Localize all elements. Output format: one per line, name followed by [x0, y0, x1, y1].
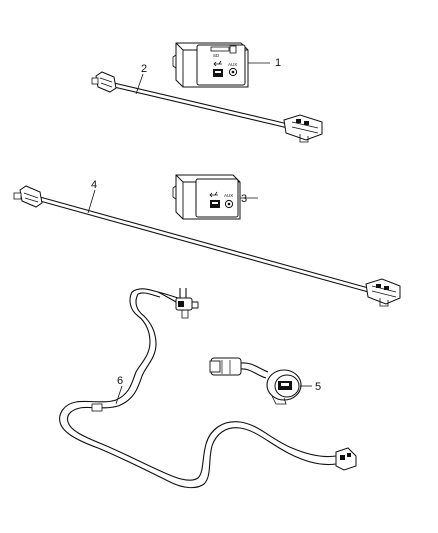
wiring-harness — [59, 288, 357, 489]
usb-aux-module: AUX — [172, 174, 258, 220]
callout-2: 2 — [141, 63, 147, 75]
aux-label-3: AUX — [224, 193, 233, 198]
sd-label: SD — [213, 53, 220, 58]
callout-1: 1 — [275, 57, 281, 69]
short-cable — [91, 71, 323, 143]
long-cable — [13, 185, 401, 307]
callout-5: 5 — [315, 381, 321, 393]
callout-6: 6 — [117, 375, 123, 387]
usb-sd-aux-module: SD AUX — [172, 42, 270, 88]
round-socket — [209, 357, 312, 405]
aux-label: AUX — [228, 62, 237, 67]
callout-4: 4 — [91, 179, 97, 191]
callout-3: 3 — [241, 193, 247, 205]
